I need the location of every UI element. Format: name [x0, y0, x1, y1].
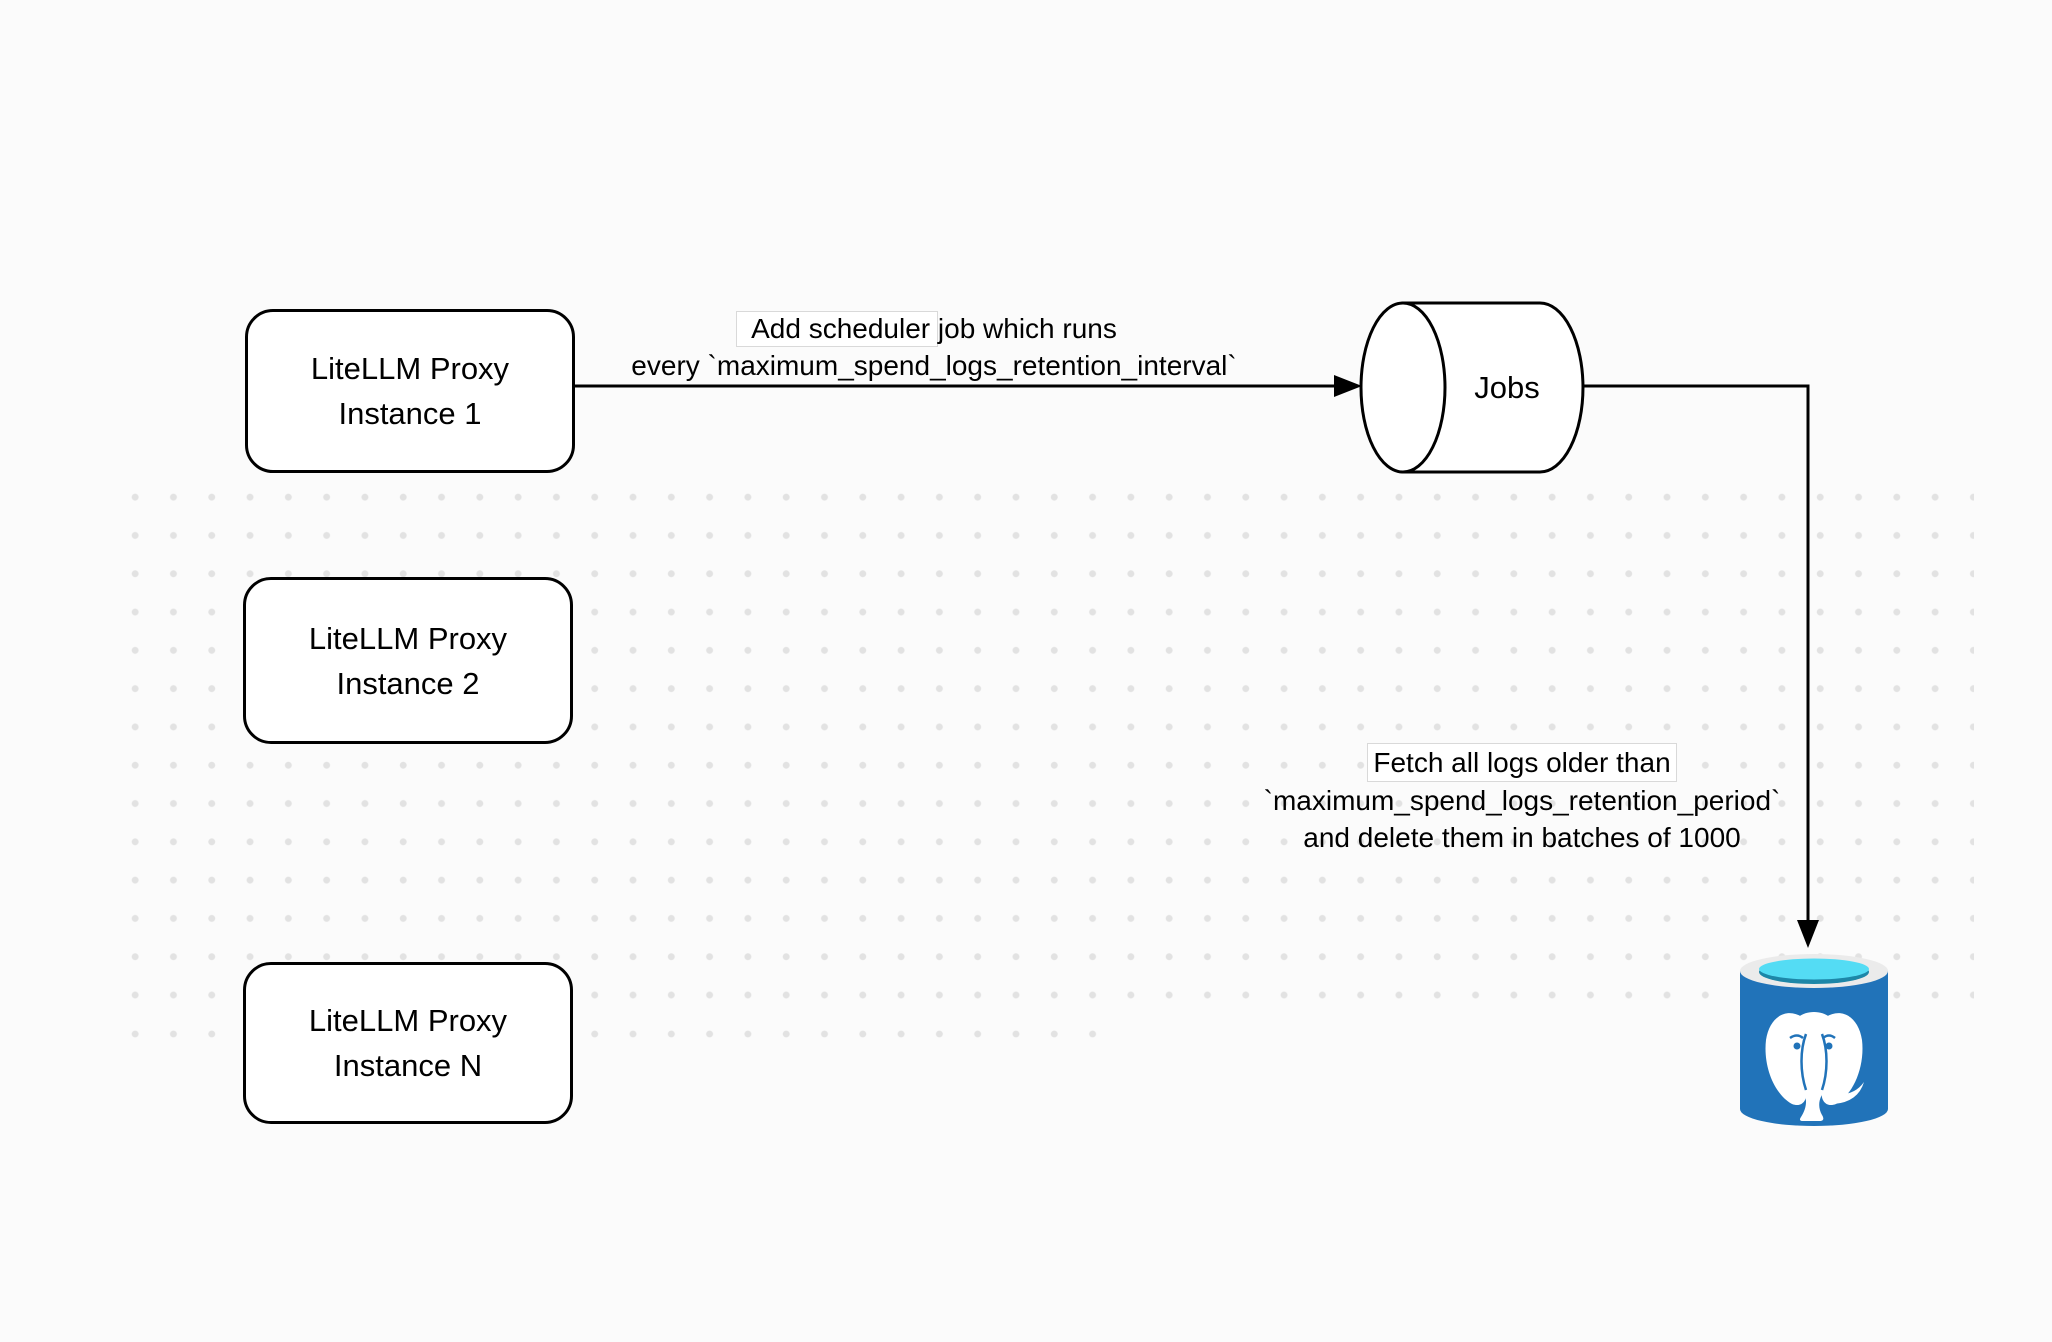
- node-litellm-proxy-instance-1: LiteLLM Proxy Instance 1: [245, 309, 575, 473]
- postgresql-database-icon: [1740, 954, 1888, 1126]
- edge-label-fetch: Fetch all logs older than `maximum_spend…: [1172, 743, 1872, 856]
- node-litellm-proxy-instance-2: LiteLLM Proxy Instance 2: [243, 577, 573, 744]
- node-label-line2: Instance 1: [338, 396, 482, 431]
- node-label-line1: LiteLLM Proxy: [310, 351, 510, 386]
- fetch-label-line3: and delete them in batches of 1000: [1303, 822, 1741, 853]
- edge-label-scheduler: Add scheduler job which runs every `maxi…: [584, 310, 1284, 384]
- elephant-left-brow: [1789, 1034, 1804, 1040]
- elephant-tusk: [1834, 1082, 1864, 1104]
- fetch-label-line2: `maximum_spend_logs_retention_period`: [1263, 785, 1781, 816]
- jobs-cylinder-node: Jobs: [1359, 301, 1585, 474]
- node-litellm-proxy-instance-n: LiteLLM Proxy Instance N: [243, 962, 573, 1124]
- elephant-left-seam: [1800, 1033, 1808, 1091]
- scheduler-label-line2: every `maximum_spend_logs_retention_inte…: [631, 350, 1237, 381]
- jobs-cylinder-face: [1359, 301, 1447, 474]
- edge-jobs-to-postgres: [1583, 384, 1810, 922]
- node-label-line1: LiteLLM Proxy: [308, 620, 508, 656]
- scheduler-label-background: [736, 311, 938, 347]
- node-label-line2: Instance N: [333, 1048, 483, 1083]
- arrowhead-right-icon: [1334, 375, 1362, 397]
- jobs-node-label: Jobs: [1474, 370, 1539, 405]
- fetch-label-line1: Fetch all logs older than: [1367, 743, 1677, 782]
- elephant-right-eye: [1825, 1042, 1833, 1050]
- arrowhead-down-icon: [1797, 920, 1819, 948]
- elephant-left-eye: [1793, 1042, 1801, 1050]
- postgres-elephant: [1765, 1012, 1864, 1121]
- scheduler-label-line1: Add scheduler job which runs: [751, 313, 1117, 344]
- node-label-line1: LiteLLM Proxy: [308, 1003, 508, 1038]
- jobs-cylinder-body: [1401, 301, 1585, 474]
- node-label-line2: Instance 2: [336, 665, 480, 701]
- postgres-water: [1759, 958, 1869, 980]
- elephant-head-trunk: [1786, 1012, 1842, 1121]
- elephant-right-brow: [1822, 1034, 1836, 1040]
